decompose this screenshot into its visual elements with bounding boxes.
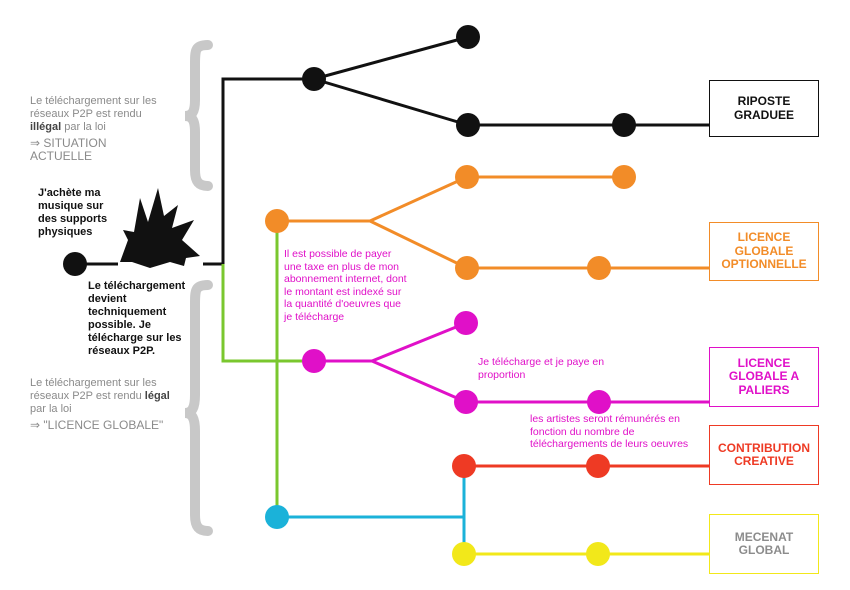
orange-branch xyxy=(277,175,710,270)
explosion-icon xyxy=(120,188,200,268)
note-illegal: Le téléchargement sur les réseaux P2P es… xyxy=(30,95,170,163)
outcome-label: LICENCE GLOBALE OPTIONNELLE xyxy=(721,230,807,272)
node-orange xyxy=(455,256,479,280)
outcome-mecenat-global: MECENAT GLOBAL xyxy=(709,514,819,574)
outcome-label: LICENCE GLOBALE A PALIERS xyxy=(728,355,800,397)
node-magenta xyxy=(587,390,611,414)
node-red xyxy=(586,454,610,478)
node-orange xyxy=(587,256,611,280)
node-black xyxy=(456,25,480,49)
node-cyan xyxy=(265,505,289,529)
outcome-riposte-graduee: RIPOSTE GRADUEE xyxy=(709,80,819,137)
node-start xyxy=(63,252,87,276)
node-yellow xyxy=(452,542,476,566)
note-legal-word: légal xyxy=(144,390,170,402)
node-magenta xyxy=(302,349,326,373)
node-orange xyxy=(612,165,636,189)
note-legal-before: Le téléchargement sur les réseaux P2P es… xyxy=(30,377,157,402)
node-black xyxy=(456,113,480,137)
note-illegal-after: par la loi xyxy=(61,121,106,133)
note-illegal-before: Le téléchargement sur les réseaux P2P es… xyxy=(30,95,157,120)
note-legal-after: par la loi xyxy=(30,403,72,415)
outcome-label: MECENAT GLOBAL xyxy=(734,529,794,557)
note-illegal-word: illégal xyxy=(30,121,62,133)
node-magenta xyxy=(454,311,478,335)
gray-braces xyxy=(184,40,213,536)
green-branch xyxy=(221,264,314,363)
node-yellow xyxy=(586,542,610,566)
note-start: J'achète ma musique sur des supports phy… xyxy=(38,187,108,238)
node-magenta xyxy=(454,390,478,414)
node-black xyxy=(612,113,636,137)
black-branch xyxy=(75,35,710,266)
node-orange xyxy=(455,165,479,189)
note-proportion: Je télécharge et je paye en proportion xyxy=(478,356,605,381)
brace-illegal xyxy=(184,40,213,191)
brace-legal xyxy=(184,280,213,536)
note-tax: Il est possible de payer une taxe en plu… xyxy=(284,248,407,323)
note-legal: Le téléchargement sur les réseaux P2P es… xyxy=(30,377,170,432)
node-orange xyxy=(265,209,289,233)
outcome-contribution-creative: CONTRIBUTION CREATIVE xyxy=(709,425,819,485)
node-red xyxy=(452,454,476,478)
outcome-licence-globale-optionnelle: LICENCE GLOBALE OPTIONNELLE xyxy=(709,222,819,281)
node-black xyxy=(302,67,326,91)
outcome-label: RIPOSTE GRADUEE xyxy=(733,94,794,122)
note-tech: Le téléchargement devient techniquement … xyxy=(88,280,186,357)
outcome-label: CONTRIBUTION CREATIVE xyxy=(718,440,810,468)
note-artists: les artistes seront rémunérés en fonctio… xyxy=(530,413,689,450)
note-legal-implication: ⇒ "LICENCE GLOBALE" xyxy=(30,418,164,432)
outcome-licence-globale-a-paliers: LICENCE GLOBALE A PALIERS xyxy=(709,347,819,407)
cyan-branch xyxy=(277,466,466,554)
note-illegal-implication: ⇒ SITUATION ACTUELLE xyxy=(30,136,107,163)
nodes xyxy=(63,25,636,566)
